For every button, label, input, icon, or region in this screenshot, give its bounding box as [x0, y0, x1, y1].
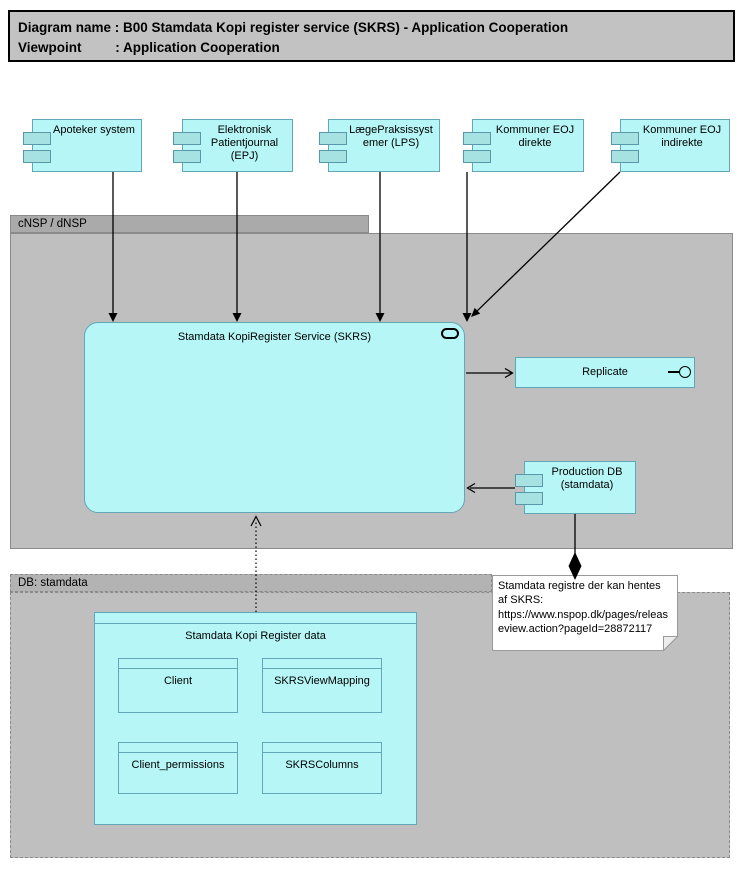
component-icon — [515, 474, 543, 487]
component-icon — [173, 150, 201, 163]
component-label: Kommuner EOJ indirekte — [642, 124, 722, 149]
component-icon — [515, 492, 543, 505]
interface-lollipop-line — [668, 371, 679, 373]
component-label: LægePraksissystemer (LPS) — [349, 124, 433, 149]
data-object-client: Client — [118, 658, 238, 713]
viewpoint: Viewpoint : Application Cooperation — [18, 39, 280, 55]
service-skrs-label: Stamdata KopiRegister Service (SKRS) — [177, 331, 372, 343]
application-service-icon — [441, 328, 459, 339]
interface-lollipop-icon — [679, 366, 691, 378]
component-icon — [173, 132, 201, 145]
component-icon — [23, 132, 51, 145]
component-label: Production DB (stamdata) — [551, 466, 623, 491]
data-object-label: Stamdata Kopi Register data — [185, 630, 326, 642]
data-object-label: SKRSColumns — [285, 759, 359, 771]
component-icon — [319, 132, 347, 145]
diagram-name: Diagram name : B00 Stamdata Kopi registe… — [18, 20, 569, 35]
data-object-label: SKRSViewMapping — [274, 675, 370, 687]
diagram-title-bar: Diagram name : B00 Stamdata Kopi registe… — [8, 10, 735, 62]
component-icon — [611, 150, 639, 163]
data-object-skrscolumns: SKRSColumns — [262, 742, 382, 794]
component-apoteker-system: Apoteker system — [32, 119, 142, 172]
service-replicate: Replicate — [515, 357, 695, 388]
component-icon — [463, 132, 491, 145]
data-object-band — [119, 743, 237, 753]
group-db-stamdata-tab: DB: stamdata — [10, 574, 492, 592]
service-skrs: Stamdata KopiRegister Service (SKRS) — [84, 322, 465, 513]
data-object-band — [263, 659, 381, 669]
service-replicate-label: Replicate — [582, 366, 628, 378]
component-label: Apoteker system — [53, 124, 135, 136]
component-icon — [23, 150, 51, 163]
component-label: Elektronisk Patientjournal (EPJ) — [210, 124, 279, 162]
component-icon — [319, 150, 347, 163]
component-lps: LægePraksissystemer (LPS) — [328, 119, 440, 172]
component-epj: Elektronisk Patientjournal (EPJ) — [182, 119, 293, 172]
group-cnsp-tab: cNSP / dNSP — [10, 215, 369, 233]
data-object-label: Client_permissions — [131, 759, 225, 771]
data-object-band — [263, 743, 381, 753]
note-text: Stamdata registre der kan hentes af SKRS… — [498, 580, 668, 635]
component-kommuner-eoj-indirekte: Kommuner EOJ indirekte — [620, 119, 730, 172]
component-kommuner-eoj-direkte: Kommuner EOJ direkte — [472, 119, 584, 172]
data-object-client-permissions: Client_permissions — [118, 742, 238, 794]
data-object-band — [119, 659, 237, 669]
component-label: Kommuner EOJ direkte — [495, 124, 575, 149]
component-icon — [463, 150, 491, 163]
data-object-label: Client — [163, 675, 193, 687]
group-cnsp-label: cNSP / dNSP — [18, 218, 87, 230]
data-object-skrsviewmapping: SKRSViewMapping — [262, 658, 382, 713]
data-object-band — [95, 613, 416, 624]
group-db-stamdata-label: DB: stamdata — [18, 577, 88, 589]
component-production-db: Production DB (stamdata) — [524, 461, 636, 514]
component-icon — [611, 132, 639, 145]
